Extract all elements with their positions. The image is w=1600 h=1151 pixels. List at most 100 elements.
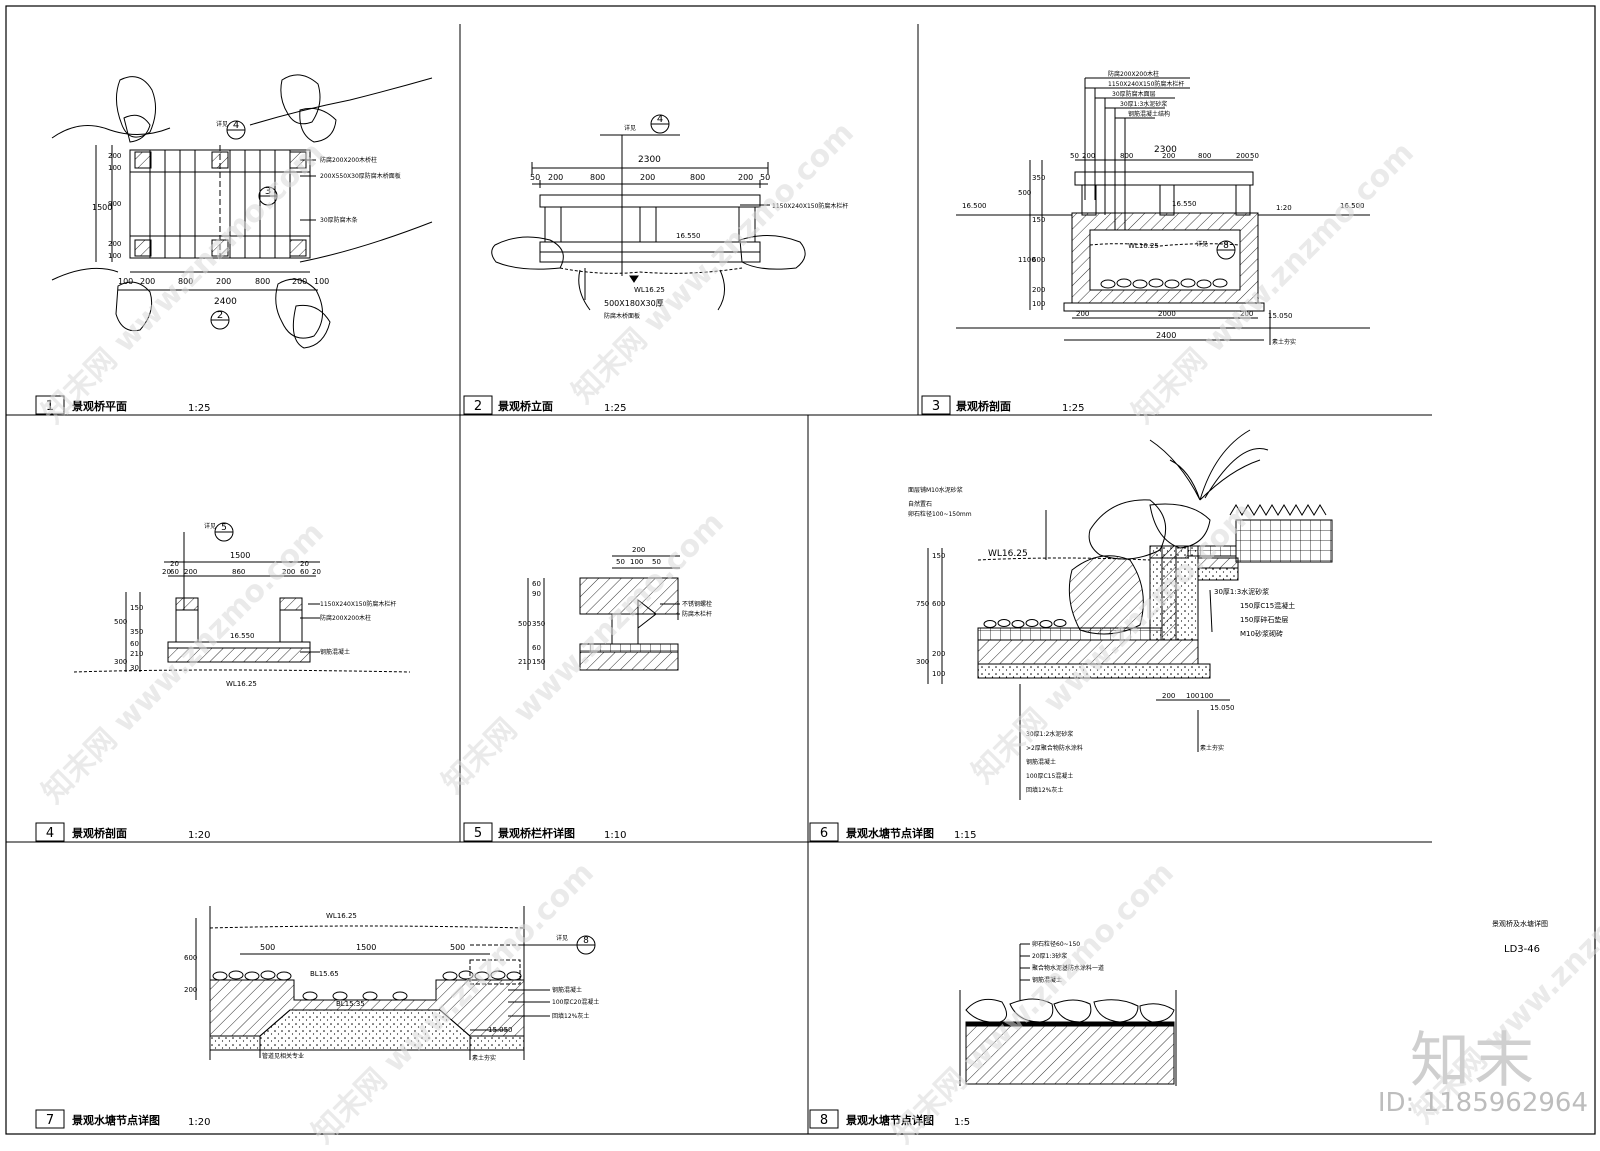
svg-text:面层铺M10水泥砂浆: 面层铺M10水泥砂浆 xyxy=(908,486,963,494)
svg-text:20: 20 xyxy=(312,568,321,576)
svg-text:BL15.35: BL15.35 xyxy=(336,1000,365,1008)
svg-text:2: 2 xyxy=(474,399,482,414)
post xyxy=(134,239,152,257)
svg-text:50: 50 xyxy=(652,558,661,566)
svg-text:900: 900 xyxy=(108,200,121,208)
svg-text:200: 200 xyxy=(932,650,945,658)
svg-text:M10砂浆砌砖: M10砂浆砌砖 xyxy=(1240,629,1283,638)
svg-text:200: 200 xyxy=(1162,152,1175,160)
svg-text:600: 600 xyxy=(184,954,197,962)
svg-text:350: 350 xyxy=(130,628,143,636)
svg-text:BL15.65: BL15.65 xyxy=(310,970,339,978)
post xyxy=(639,206,657,243)
svg-text:750: 750 xyxy=(916,600,929,608)
svg-text:100: 100 xyxy=(1032,300,1045,308)
svg-text:200: 200 xyxy=(184,986,197,994)
svg-text:30厚1:3水泥砂浆: 30厚1:3水泥砂浆 xyxy=(1120,100,1167,108)
svg-text:景观水塘节点详图: 景观水塘节点详图 xyxy=(71,1113,160,1127)
svg-text:500: 500 xyxy=(260,943,275,952)
svg-text:钢筋混凝土: 钢筋混凝土 xyxy=(1032,976,1062,984)
svg-text:4: 4 xyxy=(657,114,663,125)
svg-text:防腐200X200木柱: 防腐200X200木柱 xyxy=(1108,70,1159,78)
svg-text:1:25: 1:25 xyxy=(188,403,210,414)
svg-text:210: 210 xyxy=(518,658,531,666)
svg-text:60: 60 xyxy=(532,580,541,588)
svg-text:200: 200 xyxy=(184,568,197,576)
svg-text:100: 100 xyxy=(1200,692,1213,700)
svg-text:WL16.25: WL16.25 xyxy=(1128,242,1159,250)
svg-text:200: 200 xyxy=(548,173,563,182)
svg-text:600: 600 xyxy=(1032,256,1045,264)
svg-text:2300: 2300 xyxy=(1154,145,1177,155)
sheet-number: LD3-46 xyxy=(1504,944,1540,955)
svg-text:200: 200 xyxy=(108,240,121,248)
panel-title-5: 5 景观桥栏杆详图 1:10 xyxy=(463,822,626,842)
svg-text:200: 200 xyxy=(640,173,655,182)
panel-4-labels: 5 详见 1500 20 60 20 200 860 200 20 60 20 … xyxy=(114,522,396,688)
svg-text:防腐200X200木桥柱: 防腐200X200木桥柱 xyxy=(320,156,377,164)
bank-line xyxy=(249,77,433,126)
svg-text:8: 8 xyxy=(583,936,589,946)
svg-text:60: 60 xyxy=(130,640,139,648)
svg-text:20: 20 xyxy=(170,560,179,568)
svg-text:8: 8 xyxy=(1223,241,1229,251)
sheet-border xyxy=(5,5,1596,1135)
svg-text:WL16.25: WL16.25 xyxy=(988,549,1028,559)
bank-line xyxy=(51,221,433,281)
pebbles xyxy=(1100,278,1228,289)
svg-text:16.550: 16.550 xyxy=(1172,200,1197,208)
panel-2-labels: 4 详见 2300 50 200 800 200 800 200 50 1150… xyxy=(530,114,848,320)
post xyxy=(289,239,307,257)
svg-text:景观桥平面: 景观桥平面 xyxy=(71,399,127,413)
svg-text:150: 150 xyxy=(532,658,545,666)
panel-title-7: 7 景观水塘节点详图 1:20 xyxy=(35,1109,210,1129)
svg-text:详见: 详见 xyxy=(216,120,228,128)
svg-text:素土夯实: 素土夯实 xyxy=(1272,338,1296,346)
svg-text:500: 500 xyxy=(1018,189,1031,197)
svg-text:回填12%灰土: 回填12%灰土 xyxy=(552,1012,589,1020)
panel-title-2: 2 景观桥立面 1:25 xyxy=(463,395,626,415)
panel-title-8: 8 景观水塘节点详图 1:5 xyxy=(809,1109,970,1129)
svg-text:详见: 详见 xyxy=(624,124,636,132)
svg-text:6: 6 xyxy=(820,826,828,841)
svg-text:2300: 2300 xyxy=(638,155,661,165)
panel-title-1: 1 景观桥平面 1:25 xyxy=(35,395,210,415)
panel-title-4: 4 景观桥剖面 1:20 xyxy=(35,822,210,842)
svg-text:3: 3 xyxy=(932,399,940,414)
svg-text:60: 60 xyxy=(532,644,541,652)
pebbles xyxy=(212,970,522,1001)
svg-text:210: 210 xyxy=(130,650,143,658)
svg-text:60: 60 xyxy=(170,568,179,576)
svg-text:钢筋混凝土: 钢筋混凝土 xyxy=(320,648,350,656)
svg-text:150厚C15混凝土: 150厚C15混凝土 xyxy=(1240,601,1295,610)
svg-text:30厚1:2水泥砂浆: 30厚1:2水泥砂浆 xyxy=(1026,730,1073,738)
panel-3-bridge-section xyxy=(956,77,1370,345)
svg-text:4: 4 xyxy=(233,120,239,131)
bank xyxy=(578,269,725,311)
image-id: ID: 1185962964 xyxy=(1377,1088,1588,1118)
svg-text:800: 800 xyxy=(690,173,705,182)
rock xyxy=(965,998,1007,1023)
svg-text:防腐木桥面板: 防腐木桥面板 xyxy=(604,312,640,320)
panel-title-3: 3 景观桥剖面 1:25 xyxy=(921,395,1084,415)
svg-text:素土夯实: 素土夯实 xyxy=(1200,744,1224,752)
svg-text:50: 50 xyxy=(1250,152,1259,160)
panel-5-railing-detail xyxy=(527,555,680,671)
svg-text:WL16.25: WL16.25 xyxy=(634,286,665,294)
svg-text:景观水塘节点详图: 景观水塘节点详图 xyxy=(845,1113,934,1127)
svg-text:600: 600 xyxy=(932,600,945,608)
post xyxy=(134,151,152,169)
svg-text:100厚C15混凝土: 100厚C15混凝土 xyxy=(1026,772,1073,780)
grass xyxy=(1229,504,1327,516)
svg-text:1150X240X150防腐木栏杆: 1150X240X150防腐木栏杆 xyxy=(772,202,848,210)
concrete-slab xyxy=(167,647,311,663)
svg-text:150: 150 xyxy=(1032,216,1045,224)
svg-text:200: 200 xyxy=(1076,310,1089,318)
bank-line xyxy=(51,125,171,139)
svg-text:1:5: 1:5 xyxy=(954,1117,970,1128)
svg-text:860: 860 xyxy=(232,568,245,576)
svg-text:300: 300 xyxy=(114,658,127,666)
svg-text:100: 100 xyxy=(314,277,329,286)
svg-text:钢筋混凝土: 钢筋混凝土 xyxy=(552,986,582,994)
